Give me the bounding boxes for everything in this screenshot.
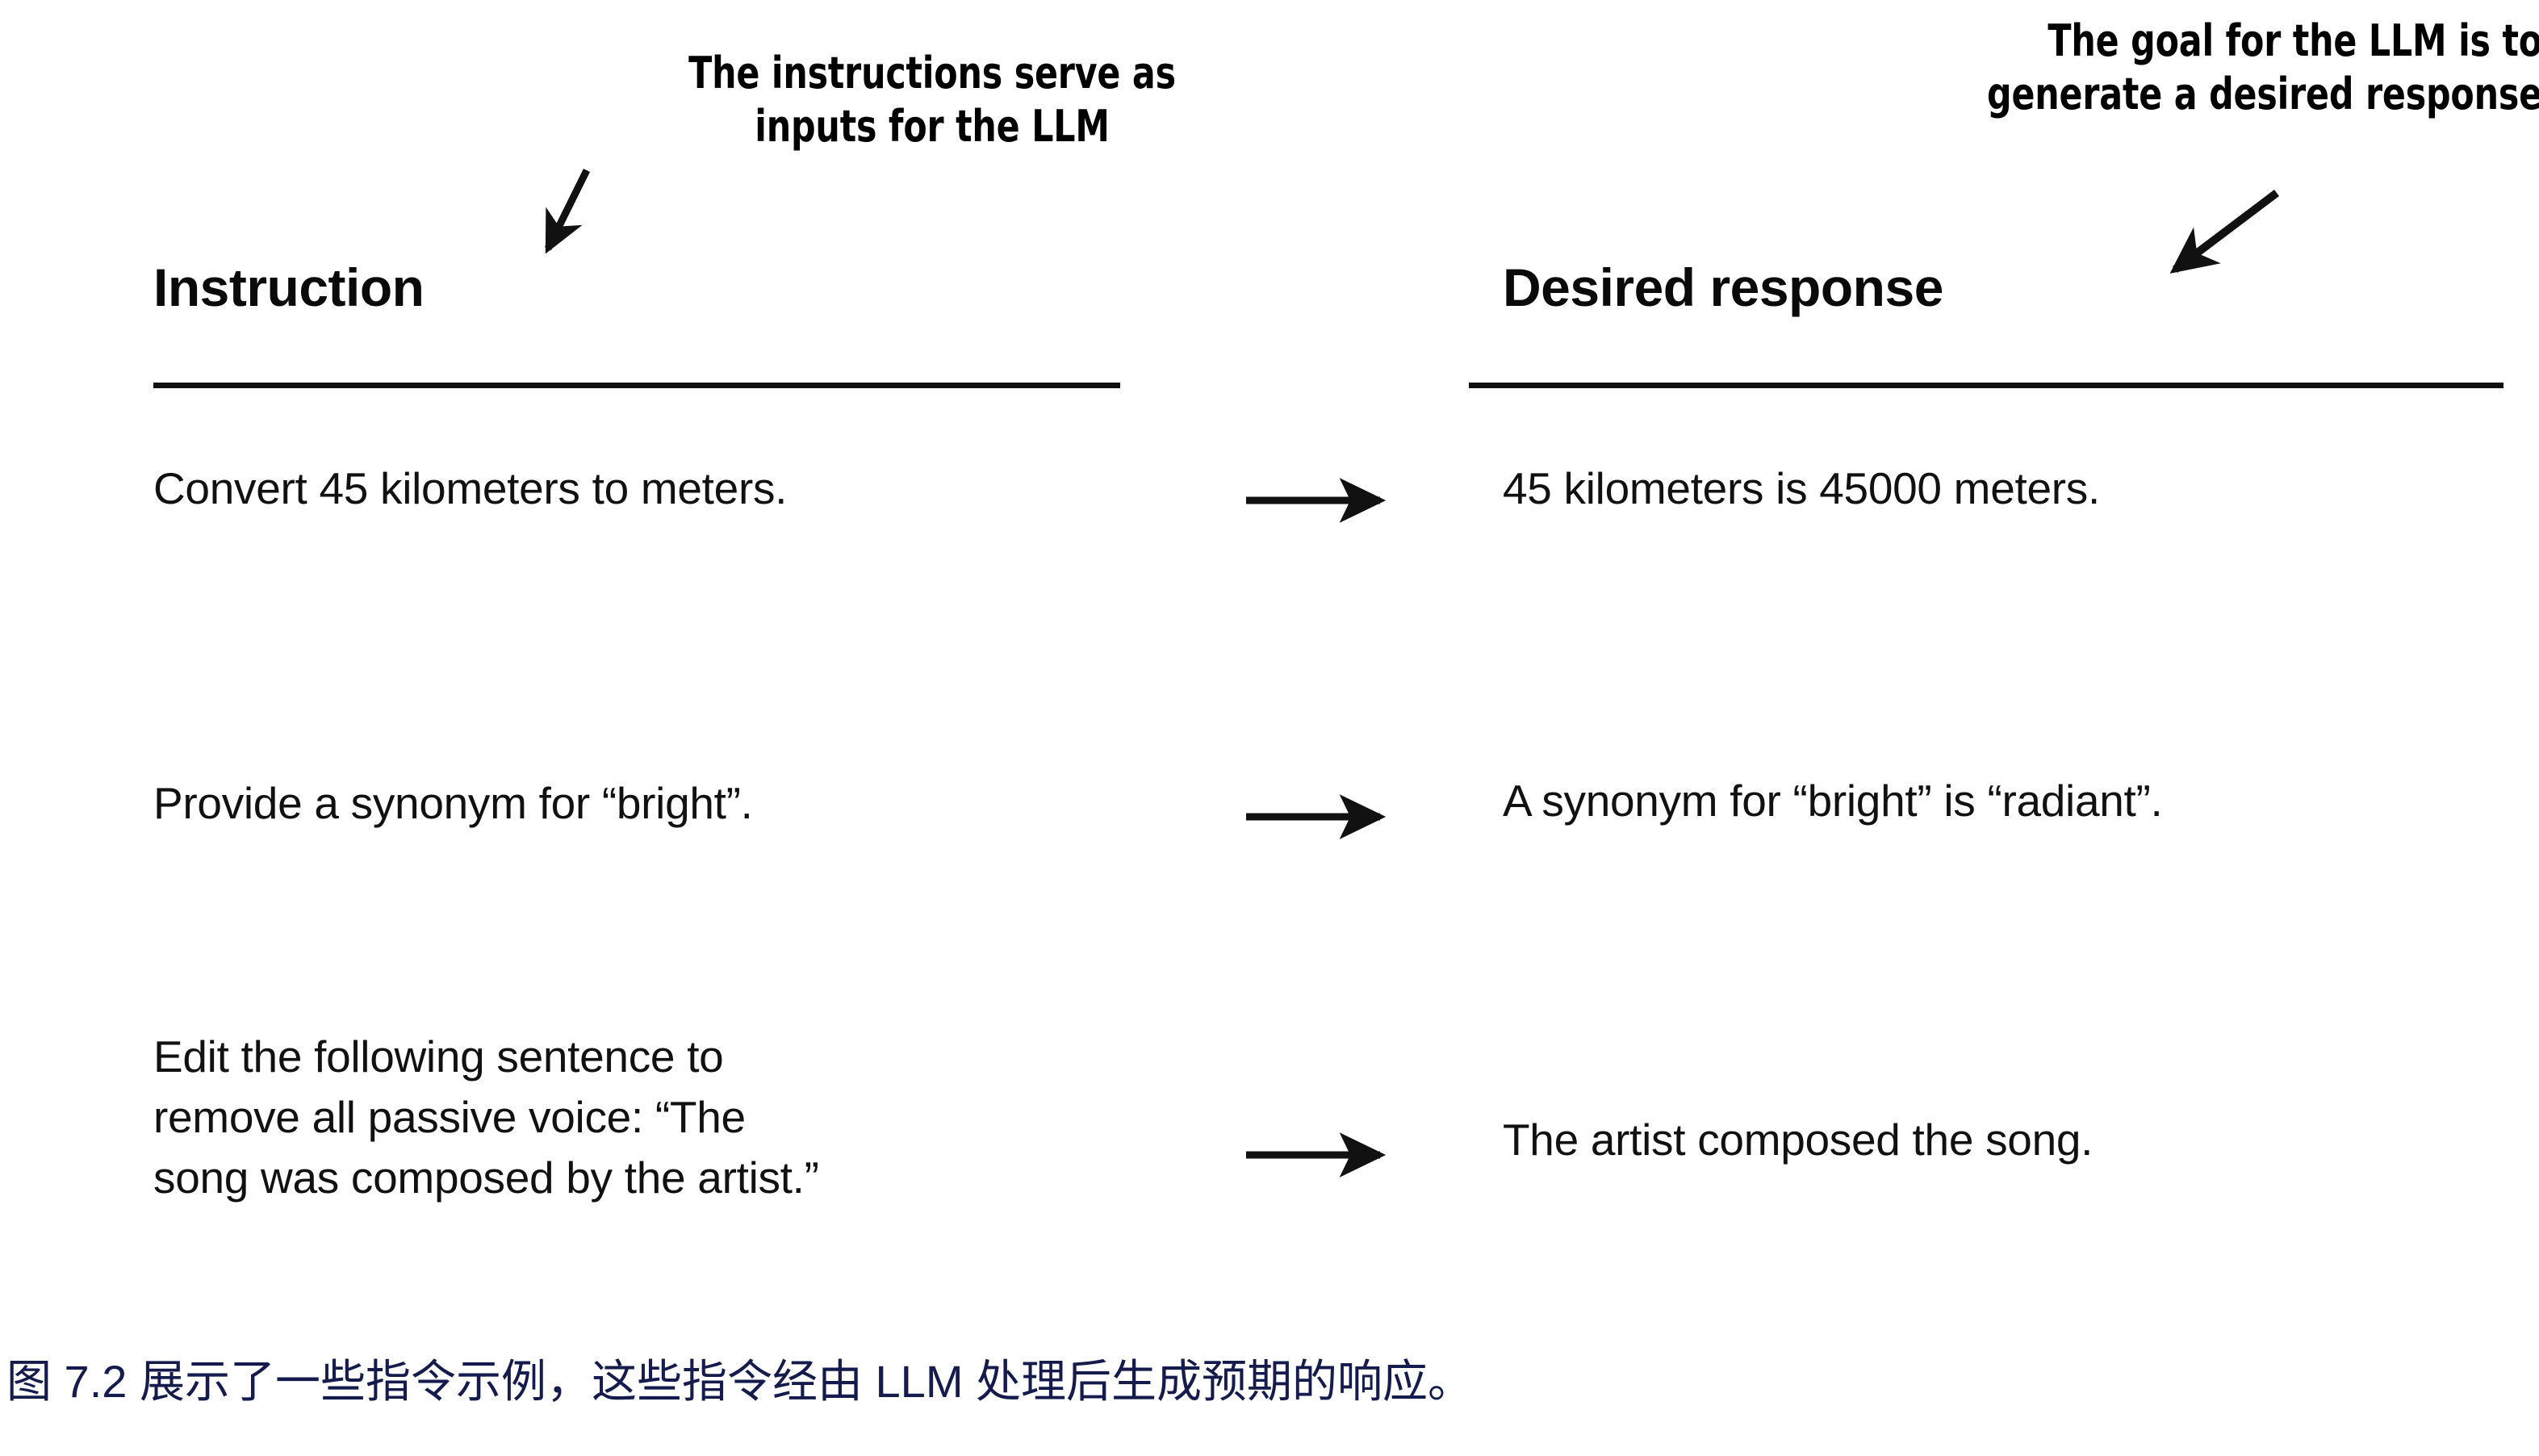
figure-caption: 图 7.2 展示了一些指令示例，这些指令经由 LLM 处理后生成预期的响应。 <box>6 1356 1474 1407</box>
response-cell-3: The artist composed the song. <box>1503 1115 2094 1165</box>
instruction-cell-2: Provide a synonym for “bright”. <box>153 778 753 828</box>
column-heading-desired-response: Desired response <box>1503 257 1943 317</box>
annotation-instruction-callout: The instructions serve as inputs for the… <box>688 48 1176 152</box>
heading-rule-left <box>153 383 1120 388</box>
response-cell-1: 45 kilometers is 45000 meters. <box>1503 463 2100 513</box>
instruction-cell-3: Edit the following sentence to remove al… <box>153 1031 819 1203</box>
column-heading-instruction: Instruction <box>153 257 425 317</box>
instruction-cell-1: Convert 45 kilometers to meters. <box>153 463 788 513</box>
callout-arrow-instruction <box>544 169 591 254</box>
response-cell-2: A synonym for “bright” is “radiant”. <box>1503 776 2163 826</box>
annotation-response-callout: The goal for the LLM is to generate a de… <box>1987 15 2539 119</box>
heading-rule-right <box>1469 383 2503 388</box>
callout-arrow-desired-response <box>2169 190 2280 274</box>
